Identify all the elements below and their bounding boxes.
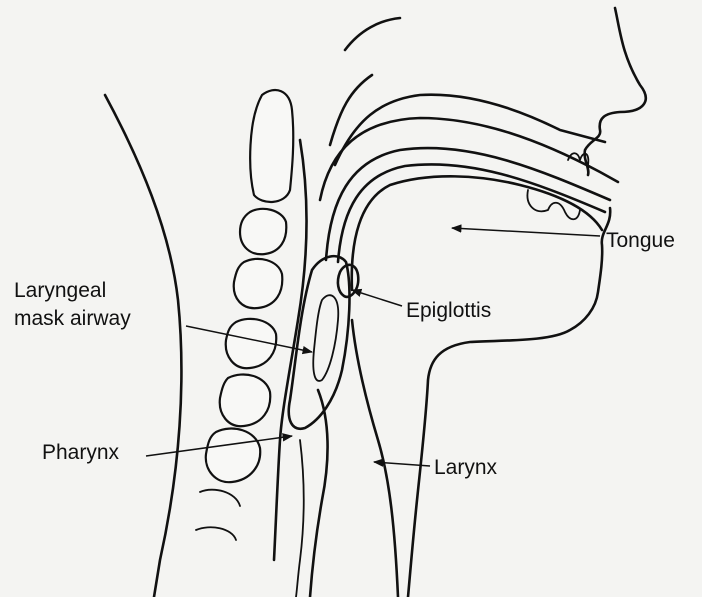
pharynx-label: Pharynx — [42, 440, 119, 466]
vertebra — [250, 90, 293, 202]
vertebra — [234, 259, 283, 308]
lma-inner — [313, 295, 338, 381]
vertebra-partial — [196, 490, 240, 540]
back-of-neck — [105, 95, 181, 597]
tongue-label: Tongue — [606, 228, 675, 254]
nasal-passage — [330, 18, 605, 165]
larynx-wall — [352, 320, 398, 597]
esophagus — [310, 390, 328, 597]
epiglottis-label: Epiglottis — [406, 298, 491, 324]
larynx-label: Larynx — [434, 455, 497, 481]
laryngeal-mask-label-line1: Laryngeal — [14, 278, 106, 304]
trachea-inner — [296, 440, 304, 597]
vertebra — [220, 374, 271, 426]
vertebra — [206, 429, 260, 483]
laryngeal-mask-label-line2: mask airway — [14, 306, 131, 332]
tongue-outline — [352, 176, 602, 290]
tongue-pointer — [452, 228, 600, 236]
lma-cuff — [289, 256, 350, 429]
vertebra — [240, 209, 286, 254]
epiglottis-pointer — [352, 290, 402, 306]
